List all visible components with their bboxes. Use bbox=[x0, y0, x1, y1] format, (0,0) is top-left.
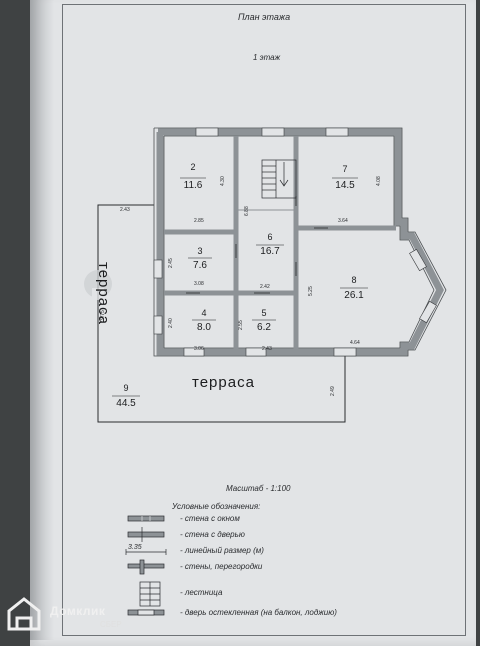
terrace-label-horizontal: терраса bbox=[192, 374, 255, 391]
room-2-area: 11.6 bbox=[183, 180, 203, 191]
legend-item-window-wall: - стена с окном bbox=[180, 514, 240, 523]
dimension-label: 3.08 bbox=[194, 281, 204, 287]
terrace-outline bbox=[97, 204, 346, 423]
room-7-number: 7 bbox=[342, 164, 348, 174]
room-8-area: 26.1 bbox=[344, 290, 364, 301]
scale-label: Масштаб - 1:100 bbox=[226, 484, 291, 493]
room-6-area: 16.7 bbox=[260, 246, 280, 257]
room-6-number: 6 bbox=[267, 232, 273, 242]
dimension-label: 9.75 bbox=[100, 310, 106, 320]
dimension-label: 2.40 bbox=[168, 318, 174, 328]
legend-title: Условные обозначения: bbox=[172, 502, 261, 511]
dimension-label: 2.85 bbox=[194, 218, 204, 224]
dimension-label: 2.49 bbox=[330, 386, 336, 396]
page-frame bbox=[62, 4, 466, 636]
watermark-logo bbox=[84, 270, 112, 300]
watermark-sub: СБЕР bbox=[100, 620, 122, 629]
room-7-area: 14.5 bbox=[335, 180, 355, 191]
room-4-number: 4 bbox=[201, 308, 207, 318]
room-4-area: 8.0 bbox=[197, 322, 211, 333]
floor-label: 1 этаж bbox=[253, 53, 281, 62]
plan-title: План этажа bbox=[238, 12, 291, 22]
fraction-lines bbox=[112, 177, 368, 397]
dimension-label: 2.42 bbox=[260, 284, 270, 290]
dimension-label: 6.88 bbox=[244, 206, 250, 216]
watermark-brand: Домклик bbox=[50, 604, 106, 618]
dimension-label: 4.64 bbox=[350, 340, 360, 346]
dimension-label: 2.43 bbox=[262, 346, 272, 352]
room-3-number: 3 bbox=[197, 246, 203, 256]
dimension-label: 2.43 bbox=[120, 207, 130, 213]
legend-item-door-wall: - стена с дверью bbox=[180, 530, 245, 539]
legend-item-walls: - стены, перегородки bbox=[180, 562, 263, 571]
room-8-number: 8 bbox=[351, 275, 357, 285]
dimension-label: 2.45 bbox=[168, 258, 174, 268]
room-5-area: 6.2 bbox=[257, 322, 271, 333]
room-9-number: 9 bbox=[123, 383, 129, 393]
legend-symbols bbox=[125, 515, 167, 616]
legend-sample-dimension: 3.35 bbox=[128, 544, 142, 551]
room-2-number: 2 bbox=[190, 162, 196, 172]
dimension-label: 4.30 bbox=[220, 176, 226, 186]
dimension-label: 3.06 bbox=[194, 346, 204, 352]
legend-item-dimension: - линейный размер (м) bbox=[180, 546, 264, 555]
dimension-label: 5.25 bbox=[308, 286, 314, 296]
doors bbox=[186, 196, 328, 294]
page-shadow bbox=[30, 0, 54, 640]
staircase bbox=[261, 159, 297, 199]
dimension-label: 4.08 bbox=[376, 176, 382, 186]
windows bbox=[153, 127, 437, 357]
dimension-label: 2.55 bbox=[238, 320, 244, 330]
room-9-area: 44.5 bbox=[116, 398, 136, 409]
exterior-walls bbox=[156, 128, 444, 356]
domclick-logo-icon bbox=[7, 597, 41, 631]
document-page bbox=[30, 0, 476, 646]
room-3-area: 7.6 bbox=[193, 260, 207, 271]
legend-item-stairs: - лестница bbox=[180, 588, 223, 597]
room-5-number: 5 bbox=[261, 308, 267, 318]
legend-item-glass-door: - дверь остекленная (на балкон, лоджию) bbox=[180, 608, 337, 617]
dimension-label: 3.64 bbox=[338, 218, 348, 224]
